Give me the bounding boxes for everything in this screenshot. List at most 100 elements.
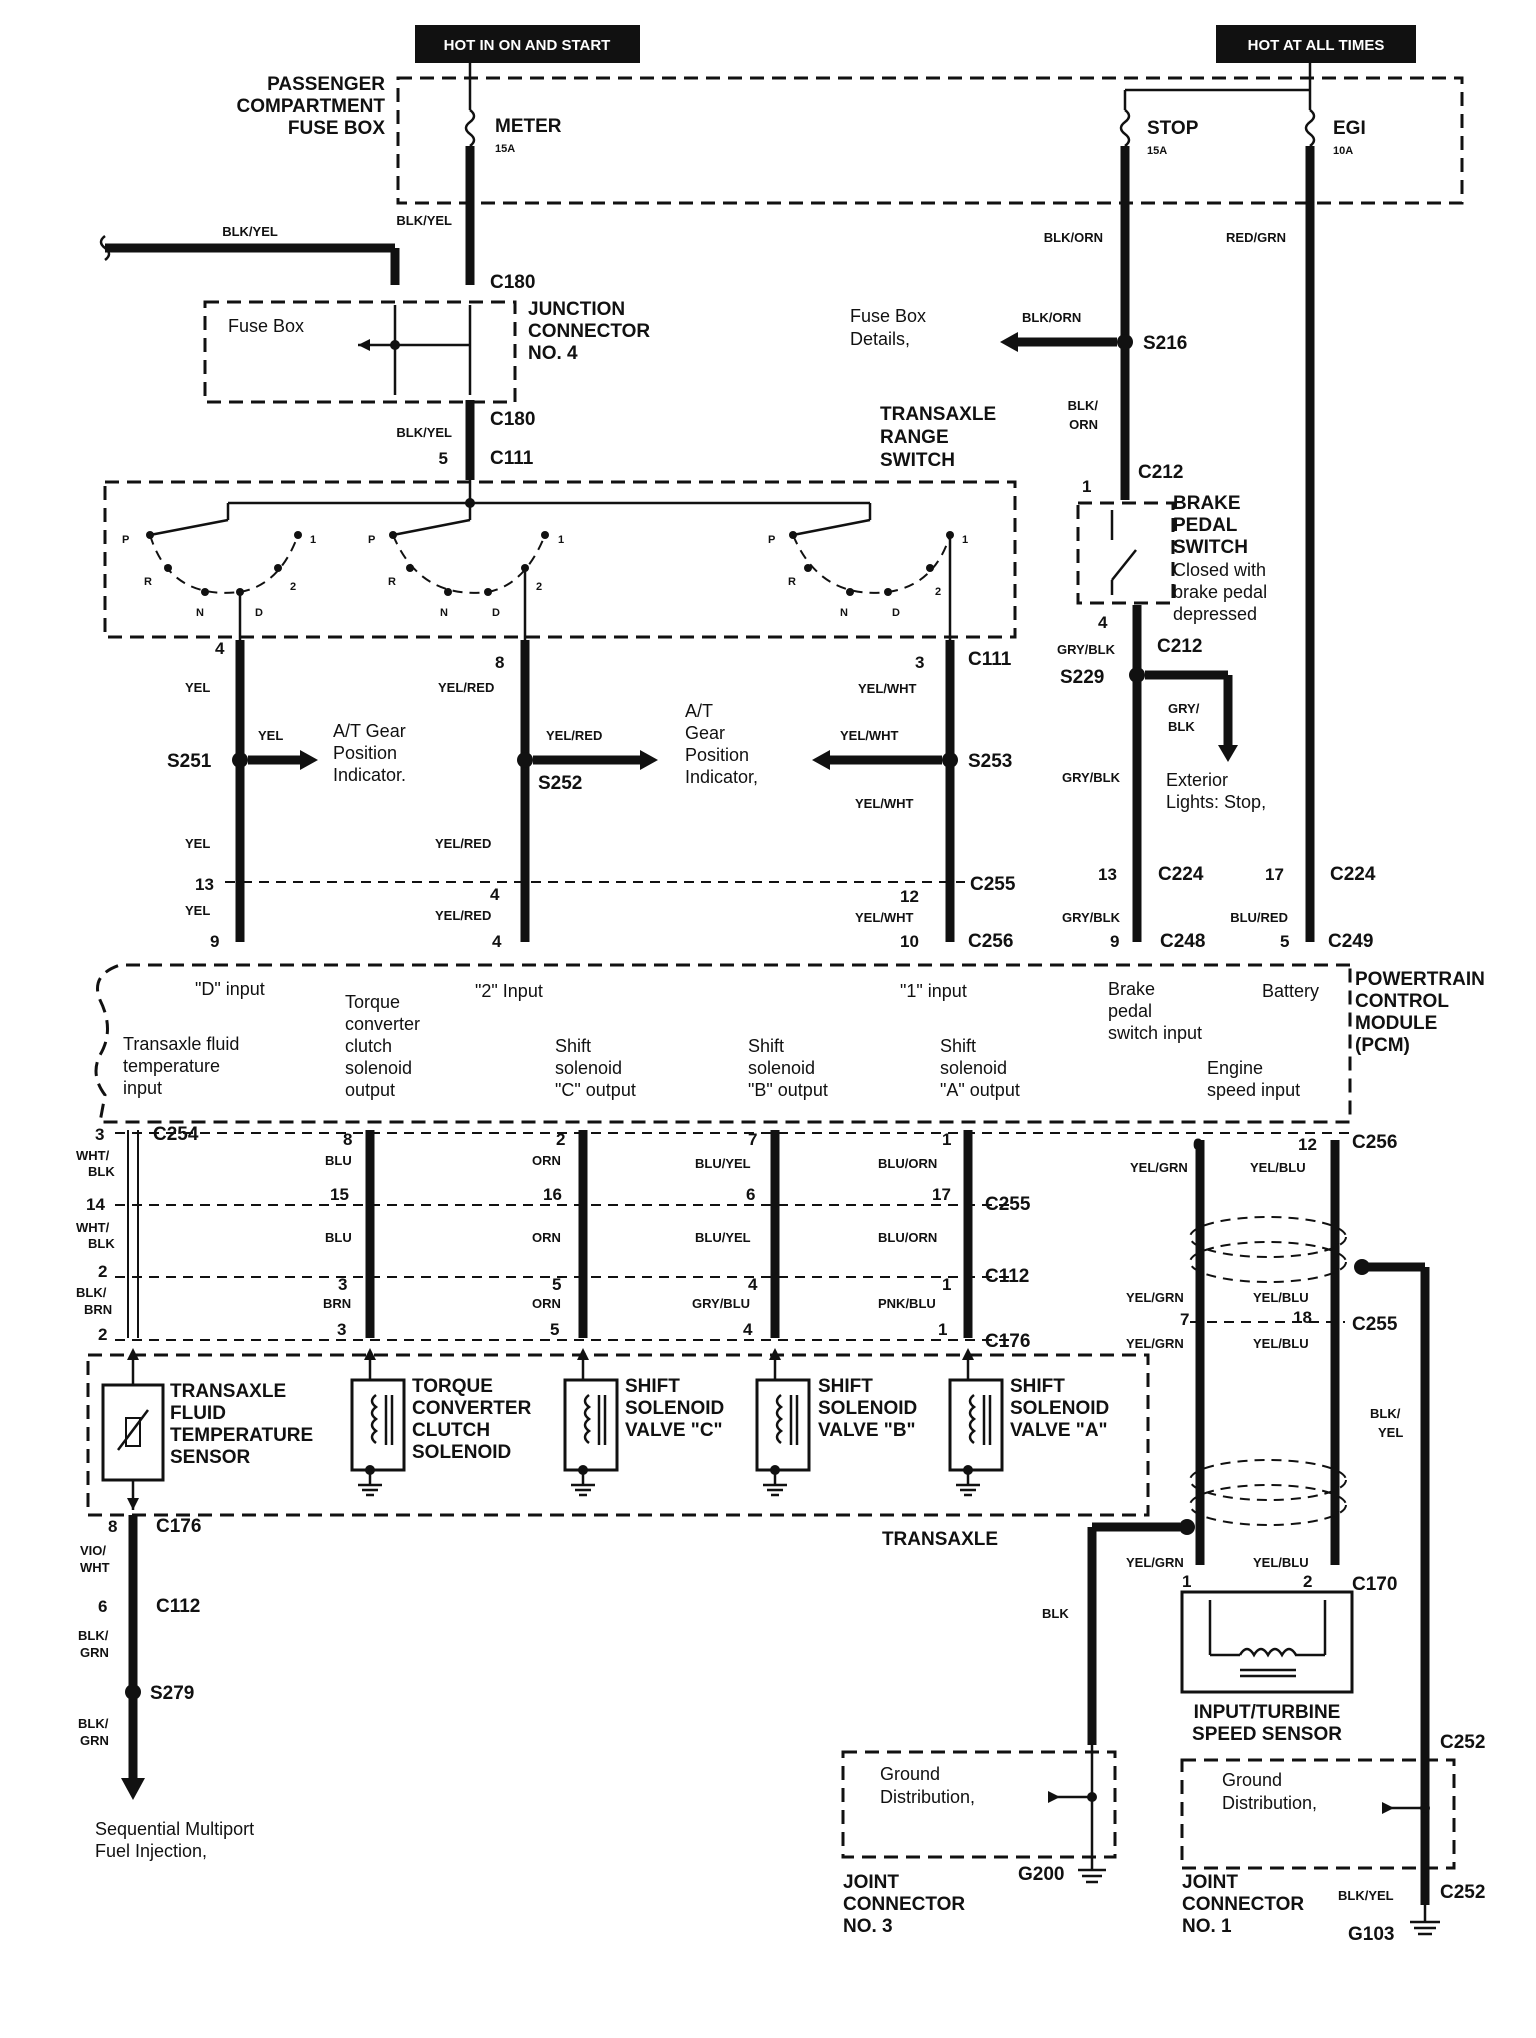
jc1-dot xyxy=(1420,1803,1430,1813)
brake-input-2: pedal xyxy=(1108,1001,1152,1021)
trs1-r: R xyxy=(144,576,152,588)
c111-upper-label: C111 xyxy=(490,448,534,469)
meter-wire-color: BLK/YEL xyxy=(396,213,452,228)
shift-a-solenoid-symbol xyxy=(948,1348,1004,1497)
pin-3-tft: 3 xyxy=(95,1125,104,1144)
tcc-output-5: output xyxy=(345,1080,395,1100)
c111-lower-label: C111 xyxy=(968,649,1012,670)
jc1-label-1: JOINT xyxy=(1182,1872,1238,1893)
s216-arrow xyxy=(1000,332,1018,352)
c248-label: C248 xyxy=(1160,931,1205,952)
jc4-label-1: JUNCTION xyxy=(528,299,625,320)
jc1-label-3: NO. 1 xyxy=(1182,1916,1232,1937)
trs3-d: D xyxy=(892,607,900,619)
c180-lower-label: C180 xyxy=(490,409,535,430)
pin-14-tft: 14 xyxy=(86,1195,105,1214)
trs-label-3: SWITCH xyxy=(880,450,955,471)
s253-arrow xyxy=(812,750,830,770)
s253-splice xyxy=(942,752,958,768)
c-color-3: ORN xyxy=(532,1296,561,1311)
trs-section-1 xyxy=(146,503,302,640)
shift-a-output-3: "A" output xyxy=(940,1080,1020,1100)
pin-6-speed: 6 xyxy=(1193,1135,1202,1154)
trs-section-2 xyxy=(389,503,549,640)
tcc-sol-4: SOLENOID xyxy=(412,1442,511,1463)
tcc-sol-1: TORQUE xyxy=(412,1376,493,1397)
stop-wire-color-2b: ORN xyxy=(1069,417,1098,432)
pin-15-tcc: 15 xyxy=(330,1185,349,1204)
trs1-2: 2 xyxy=(290,581,296,593)
meter-fuse-name: METER xyxy=(495,116,562,137)
jc4-label-2: CONNECTOR xyxy=(528,321,650,342)
fuse-box-outline xyxy=(396,76,1464,205)
shift-b-output-3: "B" output xyxy=(748,1080,828,1100)
shield-ground-dot xyxy=(1179,1519,1195,1535)
s229-arrow xyxy=(1218,745,1238,762)
bps-blade xyxy=(1111,549,1137,581)
jc3-label-3: NO. 3 xyxy=(843,1916,893,1937)
joint-connector-3 xyxy=(841,1750,1117,1859)
d-wire-color-low: YEL xyxy=(185,903,210,918)
pin-2-tft-low: 2 xyxy=(98,1325,107,1344)
trs3-n: N xyxy=(840,607,848,619)
drain-color-a: BLK/ xyxy=(1370,1406,1401,1421)
pin-4-b: 4 xyxy=(748,1275,758,1294)
shift-a-output-2: solenoid xyxy=(940,1058,1007,1078)
c212-upper-label: C212 xyxy=(1138,462,1183,483)
s216-splice xyxy=(1117,334,1133,350)
tft-out-color-d: GRN xyxy=(80,1645,109,1660)
pin-5-c-low: 5 xyxy=(550,1320,559,1339)
at-gear-left-3: Indicator. xyxy=(333,765,406,785)
trs3-p: P xyxy=(768,534,775,546)
c255-mid-label: C255 xyxy=(985,1194,1031,1215)
at-gear-mid-4: Indicator, xyxy=(685,767,758,787)
tft-color-3b: BRN xyxy=(84,1302,112,1317)
tft-out-color-e: BLK/ xyxy=(78,1716,109,1731)
s251-arrow xyxy=(300,750,318,770)
trs3-1: 1 xyxy=(962,534,968,546)
pin-1-a-low: 1 xyxy=(938,1320,947,1339)
one-input-label: "1" input xyxy=(900,981,967,1001)
tcc-output-3: clutch xyxy=(345,1036,392,1056)
c170-label: C170 xyxy=(1352,1574,1397,1595)
shift-c-solenoid-symbol xyxy=(563,1348,619,1497)
pin-2-sensor: 2 xyxy=(1303,1572,1312,1591)
pin-10-one: 10 xyxy=(900,932,919,951)
pin-1-a: 1 xyxy=(942,1130,951,1149)
speed-color-6: YEL/BLU xyxy=(1253,1336,1309,1351)
tcc-color-1: BLU xyxy=(325,1153,352,1168)
tft-out-color-c: BLK/ xyxy=(78,1628,109,1643)
pin-9-d: 9 xyxy=(210,932,219,951)
smfi-label-1: Sequential Multiport xyxy=(95,1819,254,1839)
s252-label: S252 xyxy=(538,773,582,794)
shift-c-3: VALVE "C" xyxy=(625,1420,723,1441)
trs2-d: D xyxy=(492,607,500,619)
tft-out-color-b: WHT xyxy=(80,1560,110,1575)
s251-label: S251 xyxy=(167,751,212,772)
brake-input-1: Brake xyxy=(1108,979,1155,999)
tft-sensor-3: TEMPERATURE xyxy=(170,1425,313,1446)
pin-17-battery: 17 xyxy=(1265,865,1284,884)
tft-sensor-1: TRANSAXLE xyxy=(170,1381,286,1402)
tft-out-color-f: GRN xyxy=(80,1733,109,1748)
pin-7-speed: 7 xyxy=(1180,1310,1189,1329)
pin-18-speed: 18 xyxy=(1293,1308,1312,1327)
jc3-dot xyxy=(1087,1792,1097,1802)
hot-always-label: HOT AT ALL TIMES xyxy=(1248,37,1385,54)
bps-label-1: BRAKE xyxy=(1173,493,1241,514)
stop-fuse-symbol xyxy=(1119,109,1131,147)
two-wire-color-low: YEL/RED xyxy=(435,908,491,923)
trs2-r: R xyxy=(388,576,396,588)
pin-3-tcc-low: 3 xyxy=(337,1320,346,1339)
at-gear-mid-1: A/T xyxy=(685,701,713,721)
c224-left-label: C224 xyxy=(1158,864,1204,885)
tft-input-3: input xyxy=(123,1078,162,1098)
c112-mid-label: C112 xyxy=(985,1266,1029,1287)
c256-lower-label: C256 xyxy=(1352,1132,1397,1153)
transaxle-range-switch xyxy=(103,480,1017,639)
trs2-1: 1 xyxy=(558,534,564,546)
jc1-label-2: CONNECTOR xyxy=(1182,1894,1304,1915)
shift-a-2: SOLENOID xyxy=(1010,1398,1109,1419)
shift-a-1: SHIFT xyxy=(1010,1376,1065,1397)
